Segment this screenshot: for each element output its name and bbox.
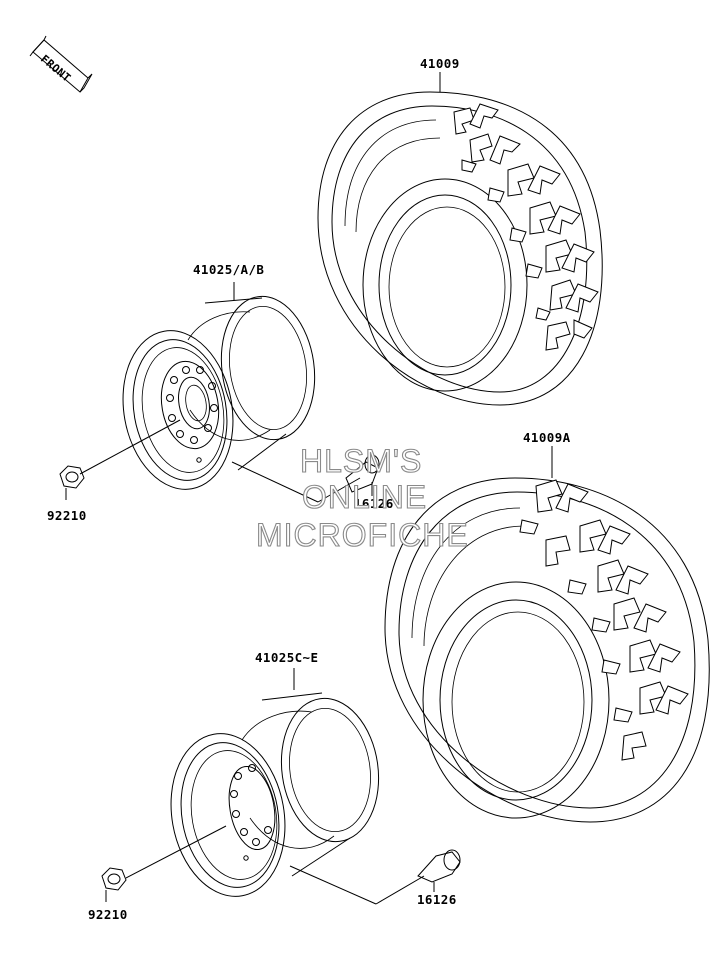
callout-41025C-E: 41025C~E	[255, 650, 318, 665]
callout-92210-rear: 92210	[88, 907, 128, 922]
watermark: HLSM'S ONLINE MICROFICHE	[255, 442, 469, 553]
watermark-line1: HLSM'S	[300, 443, 422, 479]
callout-16126-front: 16126	[354, 496, 394, 511]
watermark-line2: ONLINE	[302, 479, 427, 515]
callout-41025-A-B: 41025/A/B	[193, 262, 264, 277]
valve-rear: 16126	[417, 849, 461, 907]
wheel-rear-bolt-holes	[230, 764, 272, 846]
tire-rear: 41009A	[384, 430, 710, 823]
callout-16126-rear: 16126	[417, 892, 457, 907]
wheel-rear: 41025C~E	[125, 650, 425, 905]
front-label: FRONT	[38, 52, 73, 85]
valve-front: 16126	[345, 454, 394, 511]
wheel-front-bolt-holes	[166, 366, 218, 444]
tire-front-tread	[453, 103, 599, 351]
tire-front: 41009	[317, 56, 603, 406]
watermark-line3: MICROFICHE	[256, 517, 469, 553]
tire-rear-tread	[519, 479, 689, 761]
callout-41009A: 41009A	[523, 430, 571, 445]
front-arrow: FRONT	[29, 35, 93, 93]
nut-rear: 92210	[88, 867, 128, 922]
callout-92210-front: 92210	[47, 508, 87, 523]
wheel-front: 41025/A/B	[79, 262, 361, 503]
nut-front: 92210	[47, 465, 87, 523]
callout-41009: 41009	[420, 56, 460, 71]
